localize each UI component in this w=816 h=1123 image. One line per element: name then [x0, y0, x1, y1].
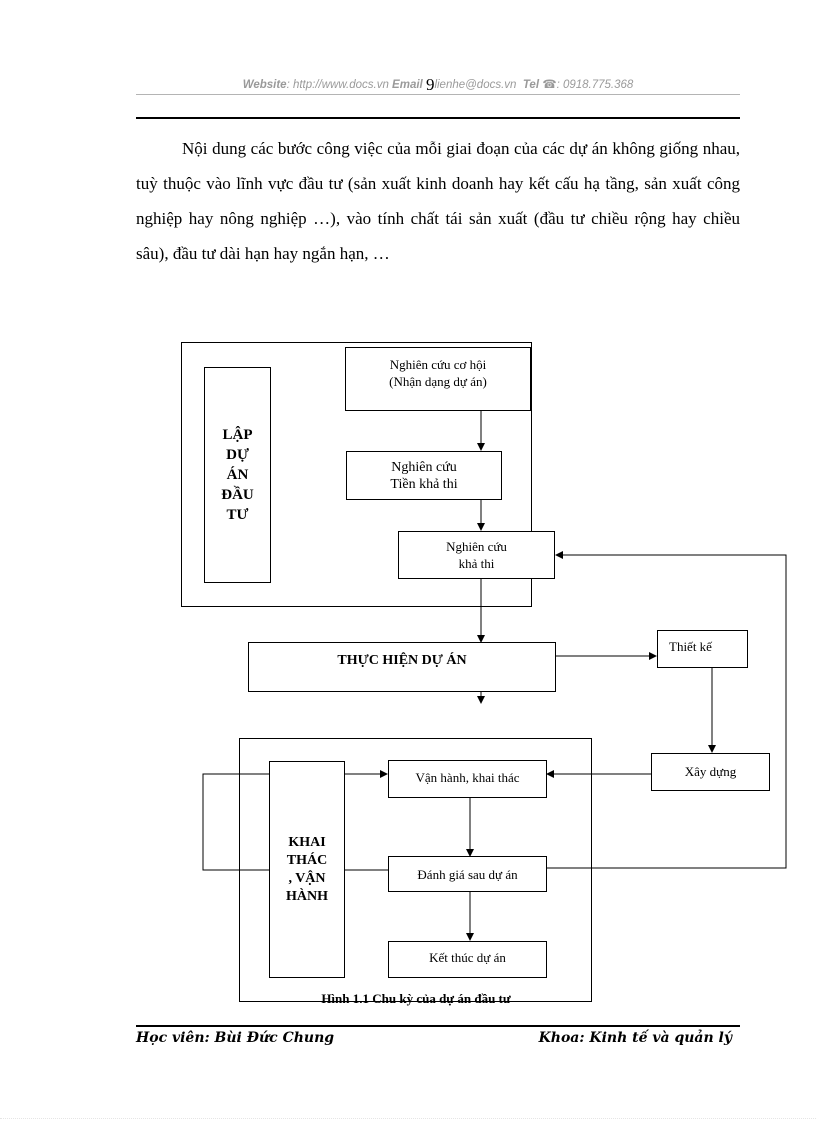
- footer-student: Học viên: Bùi Đức Chung: [136, 1030, 335, 1046]
- page-number: 9: [425, 75, 435, 94]
- step-project-end[interactable]: Kết thúc dự án: [388, 941, 547, 978]
- step-design[interactable]: Thiết kế: [657, 630, 748, 668]
- phase-preparation-frame: [181, 342, 532, 607]
- tel-value: : 0918.775.368: [556, 79, 634, 91]
- phase-operation-label: KHAI THÁC , VẬN HÀNH: [269, 761, 345, 978]
- phase-operation-frame: [239, 738, 592, 1002]
- phase-implementation[interactable]: THỰC HIỆN DỰ ÁN: [248, 642, 556, 692]
- step-prefeasibility-study[interactable]: Nghiên cứu Tiền khả thi: [346, 451, 502, 500]
- phase-preparation-label: LẬP DỰ ÁN ĐẦU TƯ: [204, 367, 271, 583]
- email-label: Email: [392, 79, 423, 91]
- step-operation[interactable]: Vận hành, khai thác: [388, 760, 547, 798]
- page-header: Website: http://www.docs.vn Email 9lienh…: [136, 75, 740, 94]
- website-value[interactable]: : http://www.docs.vn: [286, 79, 389, 91]
- page-bottom-border: [0, 1118, 816, 1119]
- step-feasibility-study[interactable]: Nghiên cứu khả thi: [398, 531, 555, 579]
- phone-icon: ☎: [542, 79, 557, 91]
- step-construction[interactable]: Xây dựng: [651, 753, 770, 791]
- top-divider: [136, 117, 740, 119]
- step-opportunity-study[interactable]: Nghiên cứu cơ hội (Nhận dạng dự án): [345, 347, 531, 411]
- body-paragraph: Nội dung các bước công việc của mỗi giai…: [136, 131, 740, 271]
- step-post-evaluation[interactable]: Đánh giá sau dự án: [388, 856, 547, 892]
- email-value[interactable]: lienhe@docs.vn: [434, 79, 517, 91]
- footer-faculty: Khoa: Kinh tế và quản lý: [538, 1030, 732, 1046]
- tel-label: Tel: [522, 79, 540, 91]
- figure-caption: Hình 1.1 Chu kỳ của dự án đầu tư: [321, 991, 511, 1006]
- paragraph-text: Nội dung các bước công việc của mỗi giai…: [136, 139, 740, 263]
- website-label: Website: [242, 79, 287, 91]
- footer-divider: [136, 1025, 740, 1027]
- header-divider: [136, 94, 740, 95]
